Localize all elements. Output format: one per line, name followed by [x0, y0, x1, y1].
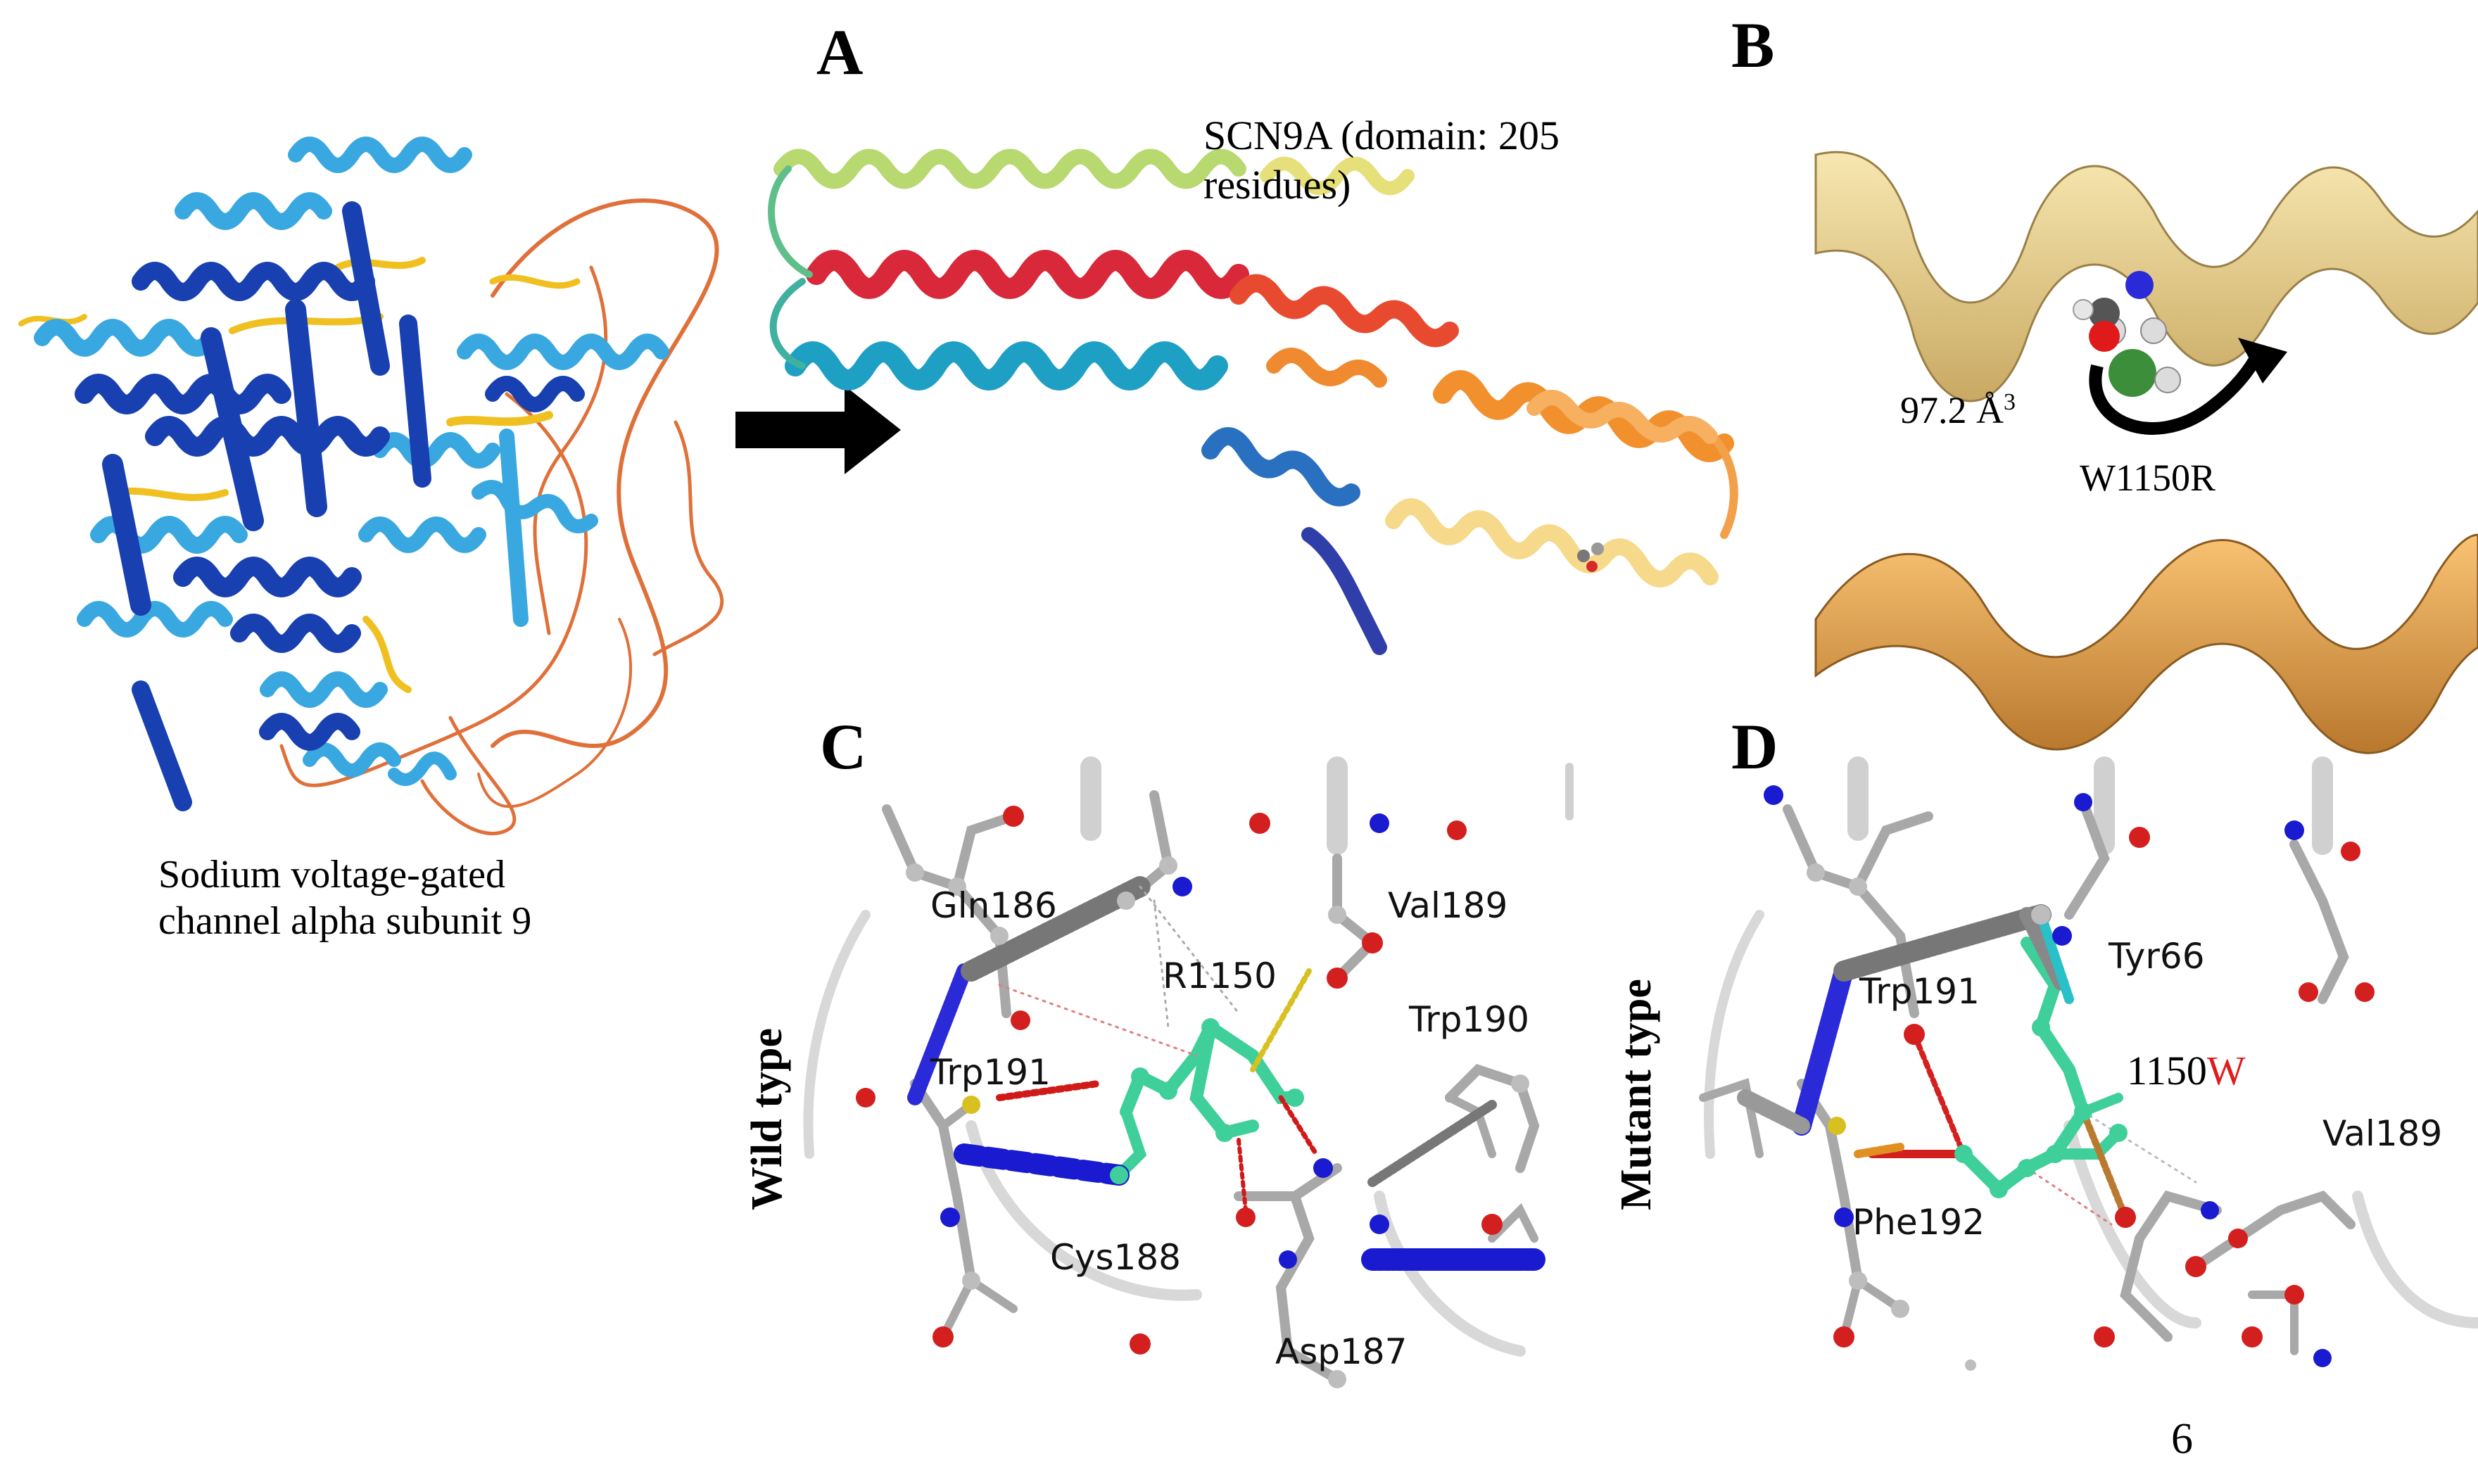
label-phe192: Phe192 [1852, 1202, 1985, 1243]
mutant-number: 1150 [2127, 1048, 2207, 1093]
label-val189: Val189 [1388, 885, 1508, 926]
caption-line-2: channel alpha subunit 9 [158, 899, 532, 943]
volume-value: 97.2 Å [1900, 389, 2004, 431]
wild-type-structure [803, 756, 1574, 1388]
panel-letter-d: D [1731, 711, 1778, 782]
domain-title: SCN9A (domain: 205 residues) [1203, 111, 1560, 210]
mutant-aa: W [2206, 1048, 2246, 1093]
label-trp190: Trp190 [1409, 999, 1529, 1040]
wild-type-label: Wild type [743, 1028, 791, 1210]
label-trp191: Trp191 [930, 1052, 1051, 1093]
label-d-val189: Val189 [2322, 1113, 2443, 1154]
label-r1150: R1150 [1163, 956, 1277, 996]
caption-line-1: Sodium voltage-gated [158, 853, 506, 896]
label-d-trp191: Trp191 [1859, 971, 1980, 1012]
domain-title-line-1: SCN9A (domain: 205 [1203, 113, 1560, 158]
mutation-label: W1150R [2080, 457, 2215, 499]
label-tyr66: Tyr66 [2109, 936, 2205, 977]
mutant-type-label: Mutant type [1612, 979, 1660, 1210]
panel-letter-b: B [1731, 9, 1775, 81]
volume-label: 97.2 Å3 [1900, 388, 2016, 432]
label-1150w: 1150W [2127, 1047, 2246, 1094]
domain-structure [768, 148, 1738, 655]
label-gln186: Gln186 [930, 885, 1057, 926]
label-cys188: Cys188 [1050, 1237, 1181, 1278]
mutation-helices [1814, 151, 2478, 754]
full-protein-caption: Sodium voltage-gated channel alpha subun… [158, 851, 531, 944]
mutant-type-structure [1699, 756, 2478, 1371]
transition-arrow [735, 386, 901, 474]
full-protein-structure [18, 137, 724, 836]
page-number: 6 [2171, 1415, 2193, 1463]
volume-exponent: 3 [2004, 389, 2016, 415]
panel-letter-a: A [816, 16, 864, 88]
label-asp187: Asp187 [1275, 1331, 1408, 1372]
domain-title-line-2: residues) [1203, 162, 1351, 208]
panel-letter-c: C [820, 711, 867, 782]
